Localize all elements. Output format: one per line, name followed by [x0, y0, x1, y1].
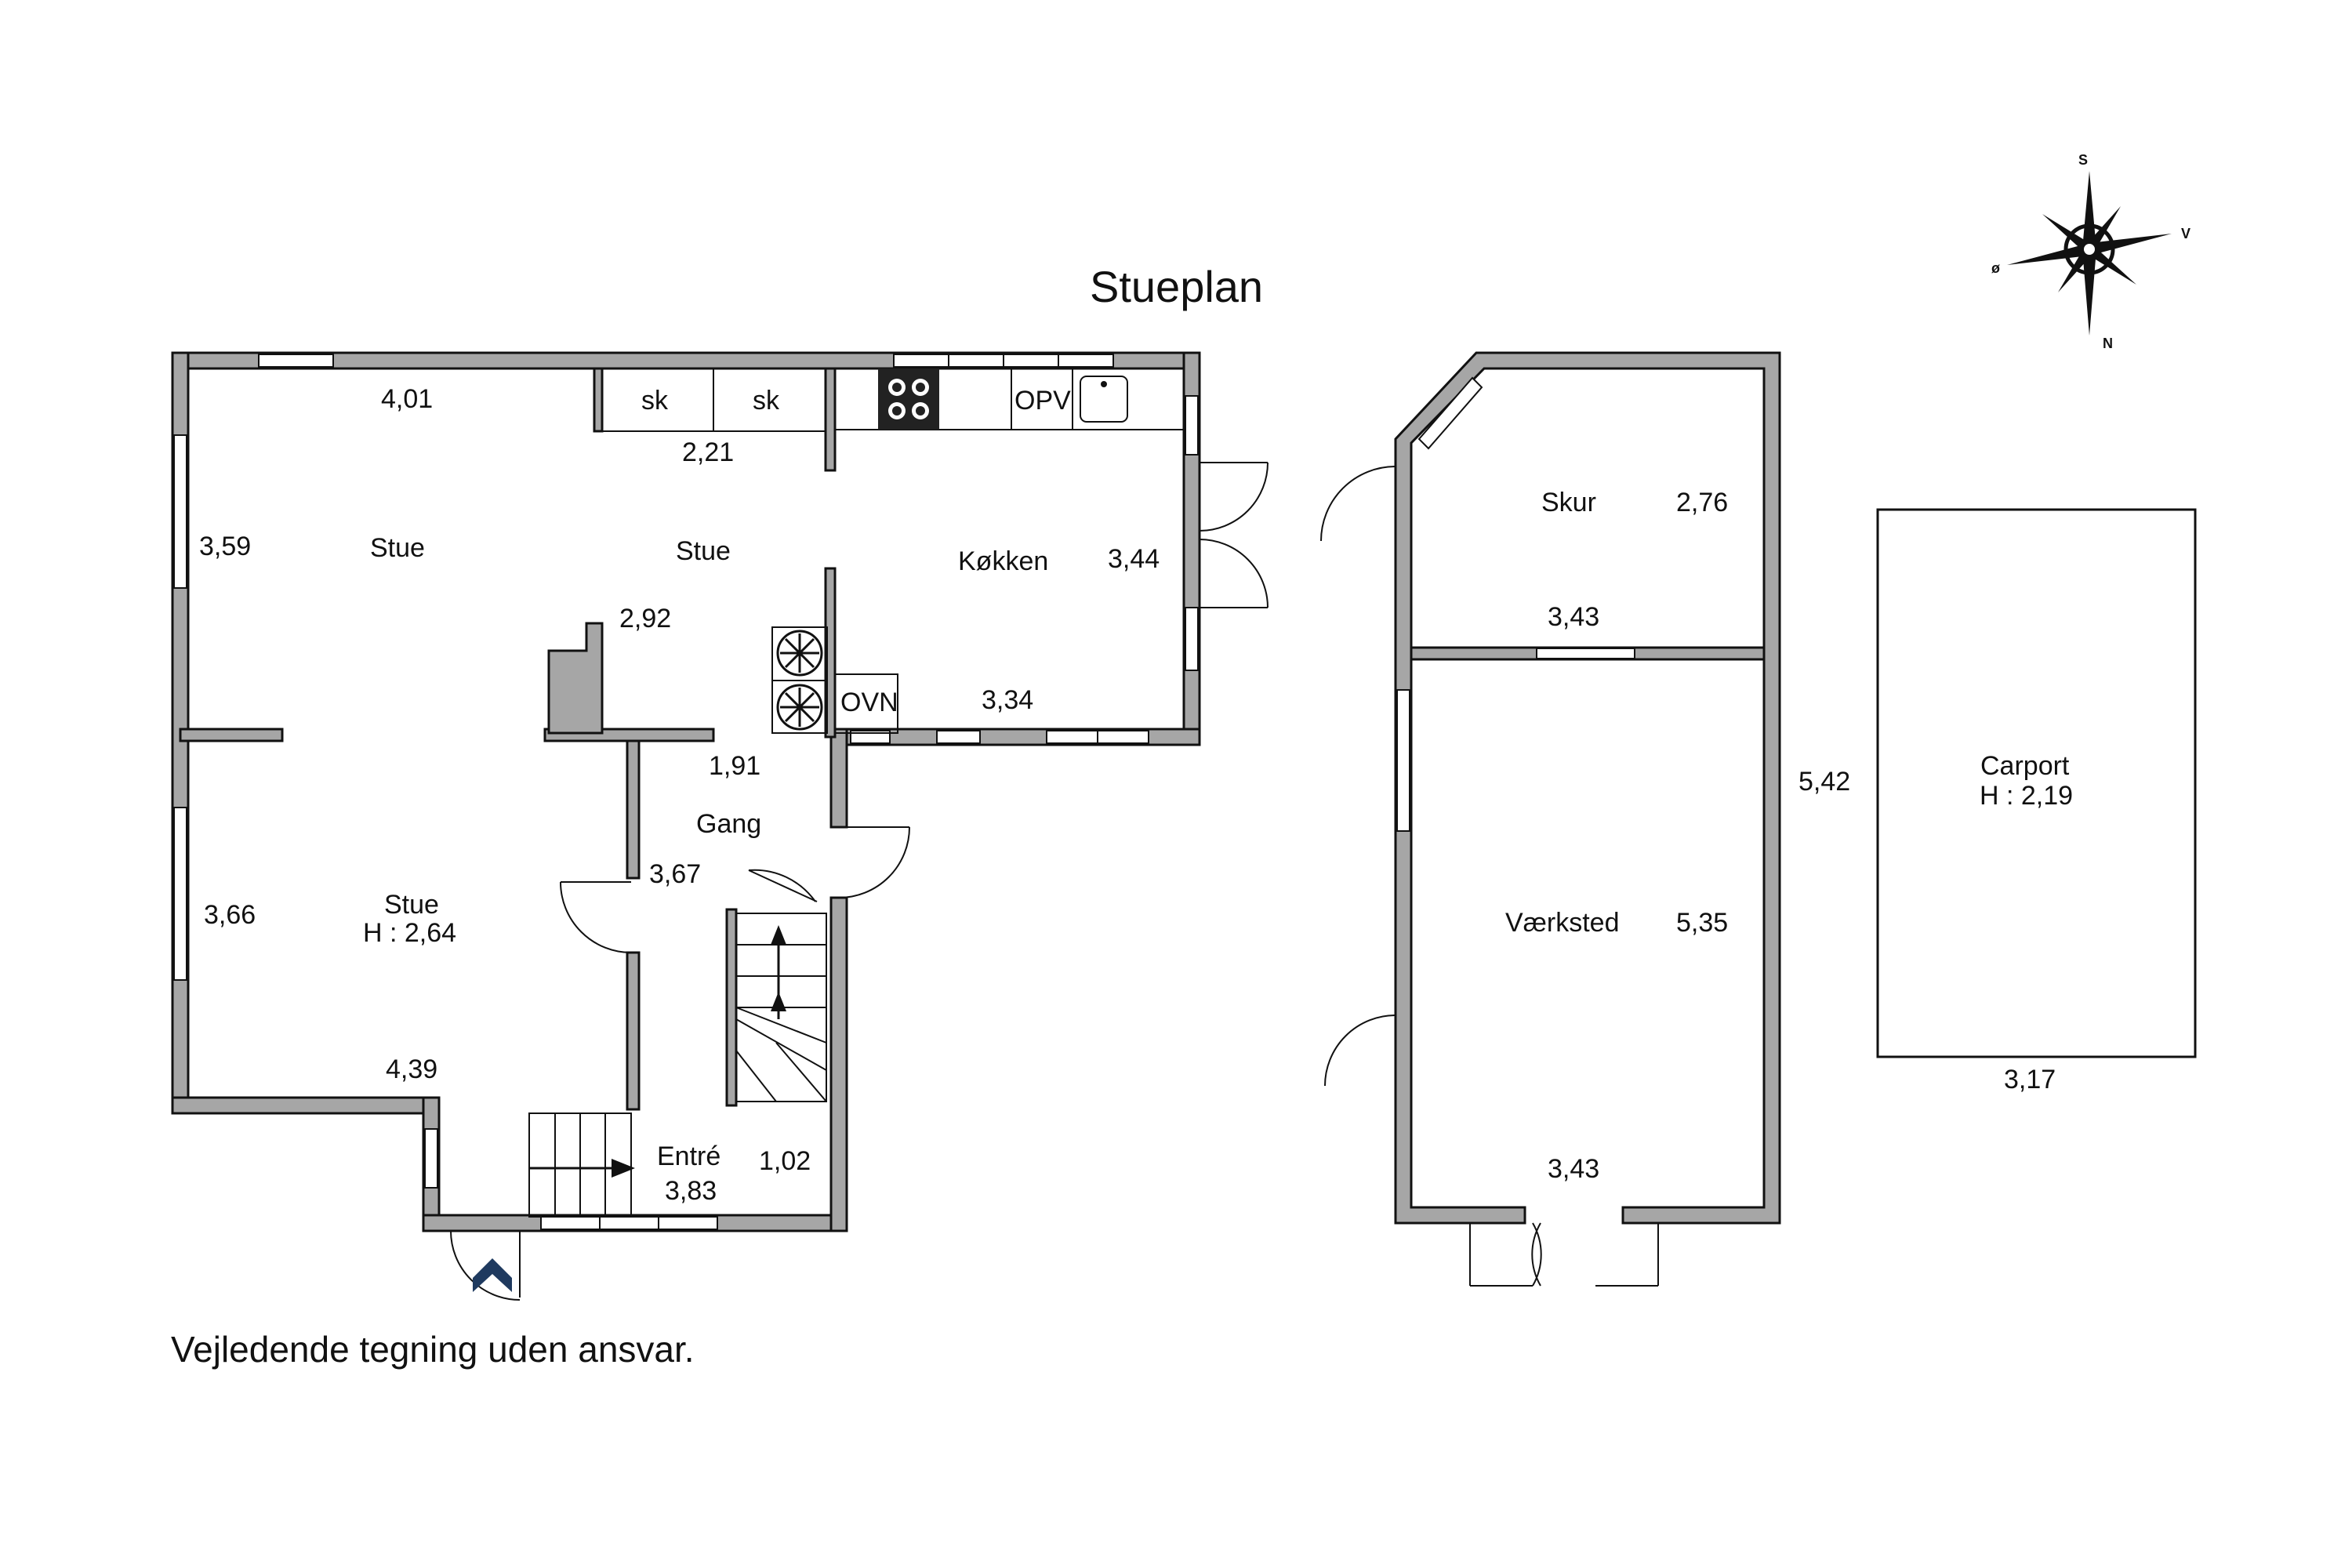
- room-stue-mid-dim1: 2,21: [682, 437, 734, 467]
- house-windows: [173, 354, 1199, 1230]
- room-stue-mid-name: Stue: [676, 536, 731, 566]
- room-carport-name: Carport: [1980, 751, 2070, 781]
- compass-v-label: V: [2181, 226, 2190, 241]
- room-kokken-width: 3,34: [982, 685, 1033, 715]
- room-vaerksted-name: Værksted: [1505, 908, 1620, 938]
- room-stue-sw-height: H : 2,64: [363, 918, 456, 948]
- kitchen-fixtures: [601, 368, 1185, 734]
- room-stue-nw-width: 4,01: [381, 384, 433, 414]
- room-stue-sw-name: Stue: [384, 890, 439, 920]
- room-gang-name: Gang: [696, 809, 761, 839]
- room-entre-name: Entré: [657, 1142, 720, 1171]
- carport-outline: [1876, 508, 2197, 1058]
- room-skur-name: Skur: [1541, 488, 1596, 517]
- page-title: Stueplan: [1090, 262, 1263, 311]
- room-stue-mid-dim2: 2,92: [619, 604, 671, 633]
- shed-walls: [1394, 351, 1781, 1225]
- room-entre-depth: 1,02: [759, 1146, 811, 1176]
- room-stue-sw-depth: 3,66: [204, 900, 256, 930]
- room-carport-width: 3,17: [2004, 1065, 2056, 1094]
- room-stue-nw-depth: 3,59: [199, 532, 251, 561]
- room-kokken-depth: 3,44: [1108, 544, 1160, 574]
- dishwasher-label: OPV: [1014, 386, 1071, 416]
- room-stue-nw-name: Stue: [370, 533, 425, 563]
- room-entre-width: 3,83: [665, 1176, 717, 1206]
- room-carport-height: H : 2,19: [1980, 781, 2073, 811]
- wardrobe-2-label: sk: [753, 386, 780, 416]
- compass-n-label: N: [2103, 336, 2113, 351]
- room-gang-depth: 3,67: [649, 859, 701, 889]
- compass-o-label: ø: [1991, 260, 2000, 276]
- shed-doors: [1320, 466, 1659, 1287]
- compass-rose-icon: [2007, 171, 2172, 336]
- room-vaerksted-width: 3,43: [1548, 1154, 1599, 1184]
- compass-s-label: S: [2078, 152, 2088, 168]
- room-gang-width: 1,91: [709, 751, 760, 781]
- disclaimer: Vejledende tegning uden ansvar.: [171, 1329, 695, 1370]
- oven-label: OVN: [840, 688, 898, 717]
- room-carport-depth: 5,42: [1798, 767, 1850, 797]
- house-walls: [171, 351, 1201, 1232]
- stairs: [528, 908, 827, 1218]
- entrance-arrow-icon: [473, 1258, 512, 1292]
- room-kokken-name: Køkken: [958, 546, 1048, 576]
- room-skur-width: 3,43: [1548, 602, 1599, 632]
- room-vaerksted-depth: 5,35: [1676, 908, 1728, 938]
- room-skur-depth: 2,76: [1676, 488, 1728, 517]
- room-stue-sw-width: 4,39: [386, 1054, 437, 1084]
- house-doors: [450, 462, 1269, 1301]
- wardrobe-1-label: sk: [641, 386, 669, 416]
